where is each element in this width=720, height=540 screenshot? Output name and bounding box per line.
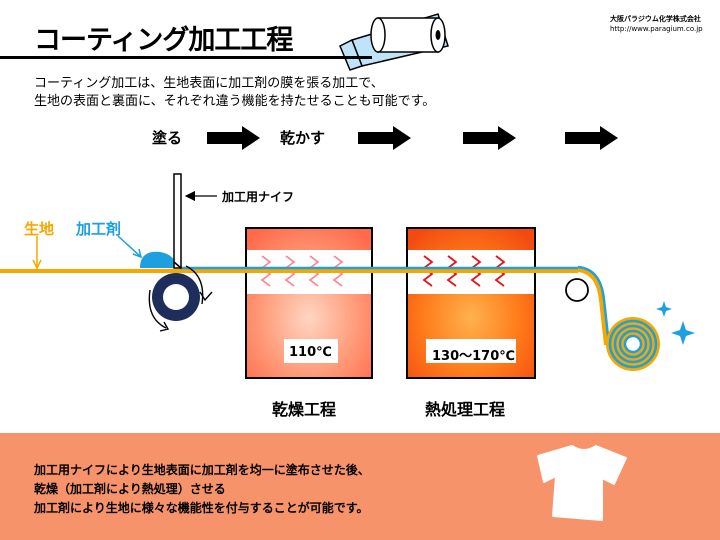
- take-up-roll: [606, 317, 660, 371]
- coating-agent-label: 加工剤: [76, 220, 122, 238]
- fabric-line: [0, 265, 611, 346]
- step-apply-label: 塗る: [152, 129, 183, 147]
- footer-line-2: 乾燥（加工剤により熱処理）させる: [34, 482, 226, 496]
- arrow-right-icon: [358, 126, 411, 150]
- page-title: コーティング加工工程: [34, 25, 293, 56]
- fabric-roll-icon: [339, 13, 449, 71]
- footer-line-3: 加工剤により生地に様々な機能性を付与することが可能です。: [34, 501, 369, 515]
- knife-label: 加工用ナイフ: [222, 190, 295, 204]
- arrow-right-icon: [565, 126, 618, 150]
- footer-line-1: 加工用ナイフにより生地表面に加工剤を均一に塗布させた後、: [34, 463, 370, 477]
- company-url: http://www.paragium.co.jp: [610, 25, 703, 33]
- title-underline: [0, 56, 372, 59]
- description-line-2: 生地の表面と裏面に、それぞれ違う機能を持たせることも可能です。: [34, 94, 436, 109]
- guide-roller: [565, 278, 589, 302]
- step-arrows: [207, 126, 618, 150]
- heat-temperature: 130〜170℃: [432, 349, 516, 364]
- arrow-right-icon: [463, 126, 516, 150]
- coating-agent: [140, 251, 178, 268]
- heat-stage-label: 熱処理工程: [425, 400, 506, 419]
- fabric-label: 生地: [24, 220, 55, 238]
- coating-knife: [173, 173, 182, 269]
- dry-stage-label: 乾燥工程: [272, 400, 337, 419]
- company-name: 大阪パラジウム化学株式会社: [610, 15, 701, 23]
- arrow-right-icon: [207, 126, 260, 150]
- step-dry-label: 乾かす: [280, 129, 326, 147]
- dry-temperature: 110℃: [289, 345, 332, 360]
- sparkle-icon: [656, 301, 695, 345]
- roller: [148, 265, 213, 332]
- description-line-1: コーティング加工は、生地表面に加工剤の膜を張る加工で、: [34, 76, 384, 91]
